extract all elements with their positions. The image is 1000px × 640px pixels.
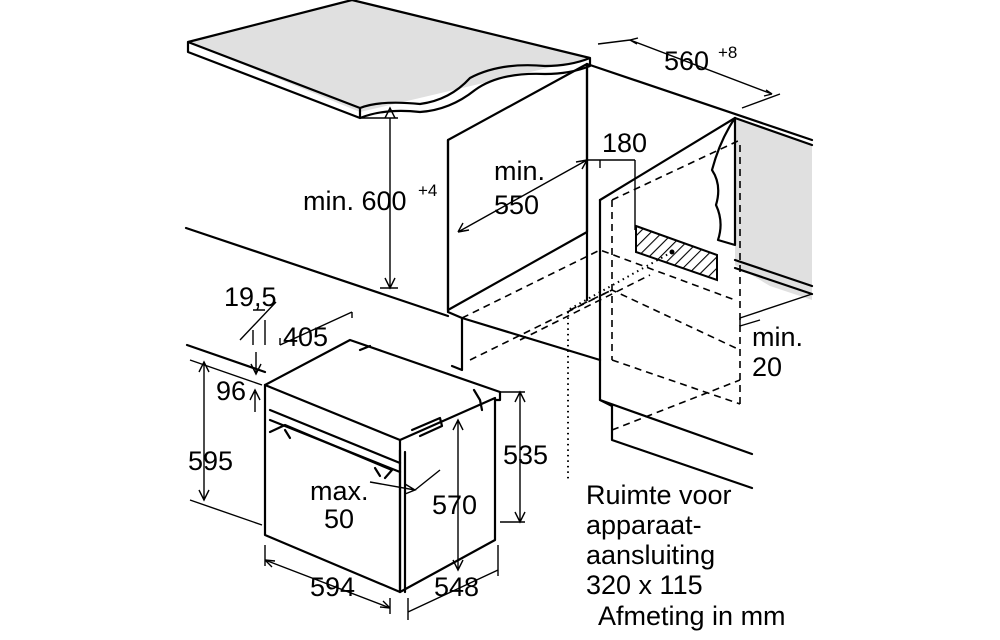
countertop-right (710, 116, 814, 300)
connection-leader (567, 251, 673, 480)
dimension-lines (189, 37, 813, 620)
label-max-50-b: 50 (324, 504, 354, 534)
label-535: 535 (503, 440, 548, 470)
label-595: 595 (188, 446, 233, 476)
note-line-1: Ruimte voor (586, 480, 732, 510)
oven (263, 338, 502, 594)
unit-note: Afmeting in mm (598, 601, 786, 631)
label-19-5: 19,5 (224, 282, 277, 312)
note-line-4: 320 x 115 (586, 570, 703, 600)
label-560: 560 (664, 46, 709, 76)
label-min-20-b: 20 (752, 352, 782, 382)
label-548: 548 (434, 572, 479, 602)
note-line-3: aansluiting (586, 540, 715, 570)
label-min-20-a: min. (752, 322, 803, 352)
dimension-labels: 560 +8 min. 600 +4 min. 550 180 19,5 405… (188, 43, 803, 631)
label-570: 570 (432, 490, 477, 520)
label-405: 405 (283, 322, 328, 352)
label-96: 96 (216, 376, 246, 406)
cabinet (184, 62, 814, 490)
label-min-550-b: 550 (494, 190, 539, 220)
label-min-600: min. 600 (303, 186, 407, 216)
label-max-50-a: max. (310, 476, 369, 506)
label-594: 594 (310, 572, 355, 602)
label-180: 180 (602, 128, 647, 158)
label-600-tol: +4 (418, 181, 437, 200)
hatch-opening (635, 224, 718, 282)
hidden-lines (461, 139, 741, 431)
countertop (186, 0, 592, 120)
label-min-550-a: min. (494, 156, 545, 186)
label-560-tol: +8 (718, 43, 737, 62)
note-line-2: apparaat- (586, 510, 702, 540)
